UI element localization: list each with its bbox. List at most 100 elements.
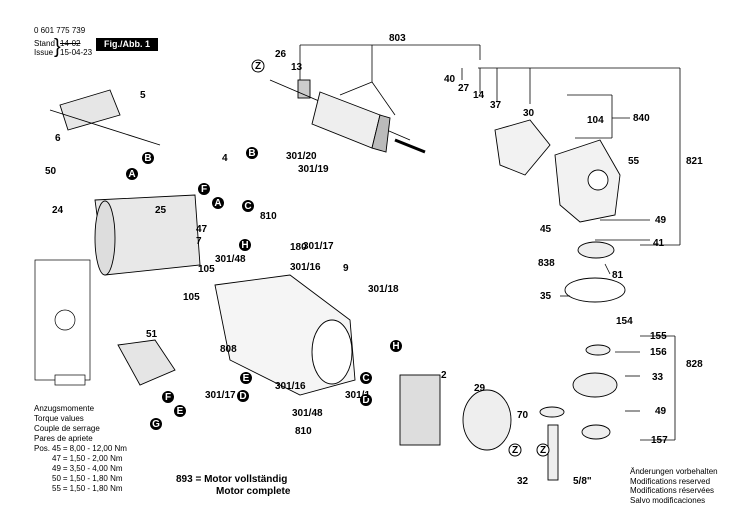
svg-text:B: B [144, 153, 151, 164]
note-fr: Modifications réservées [630, 486, 715, 495]
label-27: 27 [458, 83, 470, 94]
armature-part [269, 79, 426, 154]
svg-text:C: C [244, 201, 251, 212]
label-26: 26 [275, 49, 287, 60]
callout-G-1: G [150, 418, 162, 430]
torque-row: 55 = 1,50 - 1,80 Nm [52, 484, 123, 493]
stand-label: Stand [34, 39, 55, 48]
torque-title-de: Anzugsmomente [34, 404, 95, 413]
svg-text:E: E [243, 373, 250, 384]
label-29: 29 [474, 383, 486, 394]
label-4: 4 [222, 153, 228, 164]
label-157: 157 [651, 435, 668, 446]
callout-H-1: H [239, 239, 251, 251]
label-7: 7 [196, 236, 202, 247]
callout-E-2: E [174, 405, 186, 417]
svg-text:Z: Z [512, 445, 518, 456]
callout-A-2: A [212, 197, 224, 209]
svg-text:B: B [248, 148, 255, 159]
label-301-19: 301/19 [298, 164, 329, 175]
callout-D-2: D [237, 390, 249, 402]
spindle-part [539, 241, 626, 481]
label-810-top: 810 [260, 211, 277, 222]
motor-line-2: Motor complete [216, 486, 291, 497]
field-coil-part [94, 194, 201, 276]
label-50: 50 [45, 166, 57, 177]
label-821: 821 [686, 156, 703, 167]
label-37: 37 [490, 100, 502, 111]
label-104: 104 [587, 115, 604, 126]
motor-housing-part [214, 274, 356, 396]
callout-E-1: E [240, 372, 252, 384]
label-35: 35 [540, 291, 552, 302]
label-301-17-top: 301/17 [303, 241, 334, 252]
torque-row: Pos. 45 = 8,00 - 12,00 Nm [34, 444, 127, 453]
label-45: 45 [540, 224, 552, 235]
label-301-16-top: 301/16 [290, 262, 321, 273]
svg-text:E: E [177, 406, 184, 417]
label-24: 24 [52, 205, 64, 216]
label-40: 40 [444, 74, 456, 85]
modification-notes: Änderungen vorbehalten Modifications res… [630, 467, 718, 505]
label-25: 25 [155, 205, 167, 216]
cable-part [49, 89, 161, 146]
label-9: 9 [343, 263, 349, 274]
label-301-1: 301/1 [345, 390, 370, 401]
label-5-8: 5/8" [573, 476, 592, 487]
label-155: 155 [650, 331, 667, 342]
gear-housing-part [494, 119, 621, 223]
label-154: 154 [616, 316, 633, 327]
callout-A-1: A [126, 168, 138, 180]
stand-value: 14-02 [60, 39, 81, 48]
label-32: 32 [517, 476, 529, 487]
note-es: Salvo modificaciones [630, 495, 706, 505]
torque-values-block: Anzugsmomente Torque values Couple de se… [34, 404, 129, 494]
label-810-bottom: 810 [295, 426, 312, 437]
label-105-a: 105 [198, 264, 215, 275]
figure-label: Fig./Abb. 1 [96, 38, 158, 51]
label-301-20: 301/20 [286, 151, 317, 162]
svg-text:D: D [239, 391, 246, 402]
svg-text:G: G [152, 419, 160, 430]
issue-value: 15-04-23 [60, 48, 93, 57]
label-81: 81 [612, 270, 624, 281]
label-51: 51 [146, 329, 158, 340]
issue-label: Issue [34, 48, 54, 57]
callout-H-2: H [390, 340, 402, 352]
part-number: 0 601 775 739 [34, 26, 86, 35]
label-180: 180 [290, 242, 307, 253]
condenser-part [117, 339, 176, 386]
svg-text:A: A [128, 169, 135, 180]
svg-text:H: H [392, 341, 399, 352]
torque-row: 50 = 1,50 - 1,80 Nm [52, 474, 123, 483]
label-156: 156 [650, 347, 667, 358]
torque-title-en: Torque values [34, 414, 84, 423]
torque-title-fr: Couple de serrage [34, 424, 100, 433]
label-13: 13 [291, 62, 303, 73]
label-47: 47 [196, 224, 208, 235]
torque-table: Pos. 45 = 8,00 - 12,00 Nm 47 = 1,50 - 2,… [34, 444, 129, 494]
callout-Z-1: Z [251, 59, 265, 73]
label-840: 840 [633, 113, 650, 124]
label-49-bottom: 49 [655, 406, 667, 417]
label-2: 2 [441, 370, 447, 381]
stator-part [399, 374, 512, 451]
label-14: 14 [473, 90, 485, 101]
label-301-18: 301/18 [368, 284, 399, 295]
label-838: 838 [538, 258, 555, 269]
svg-text:F: F [165, 392, 171, 403]
wiring-schematic [34, 259, 91, 386]
torque-row: 47 = 1,50 - 2,00 Nm [52, 454, 123, 463]
svg-text:H: H [241, 240, 248, 251]
label-41: 41 [653, 238, 665, 249]
label-301-17-bottom: 301/17 [205, 390, 236, 401]
svg-text:Z: Z [255, 61, 261, 72]
torque-title-es: Pares de apriete [34, 434, 93, 443]
note-en: Modifications reserved [630, 476, 711, 486]
motor-complete-note: 893 = Motor vollständig Motor complete [176, 474, 290, 498]
callout-Z-3: Z [508, 443, 522, 457]
callout-C-2: C [360, 372, 372, 384]
label-70: 70 [517, 410, 529, 421]
callout-F-2: F [162, 391, 174, 403]
